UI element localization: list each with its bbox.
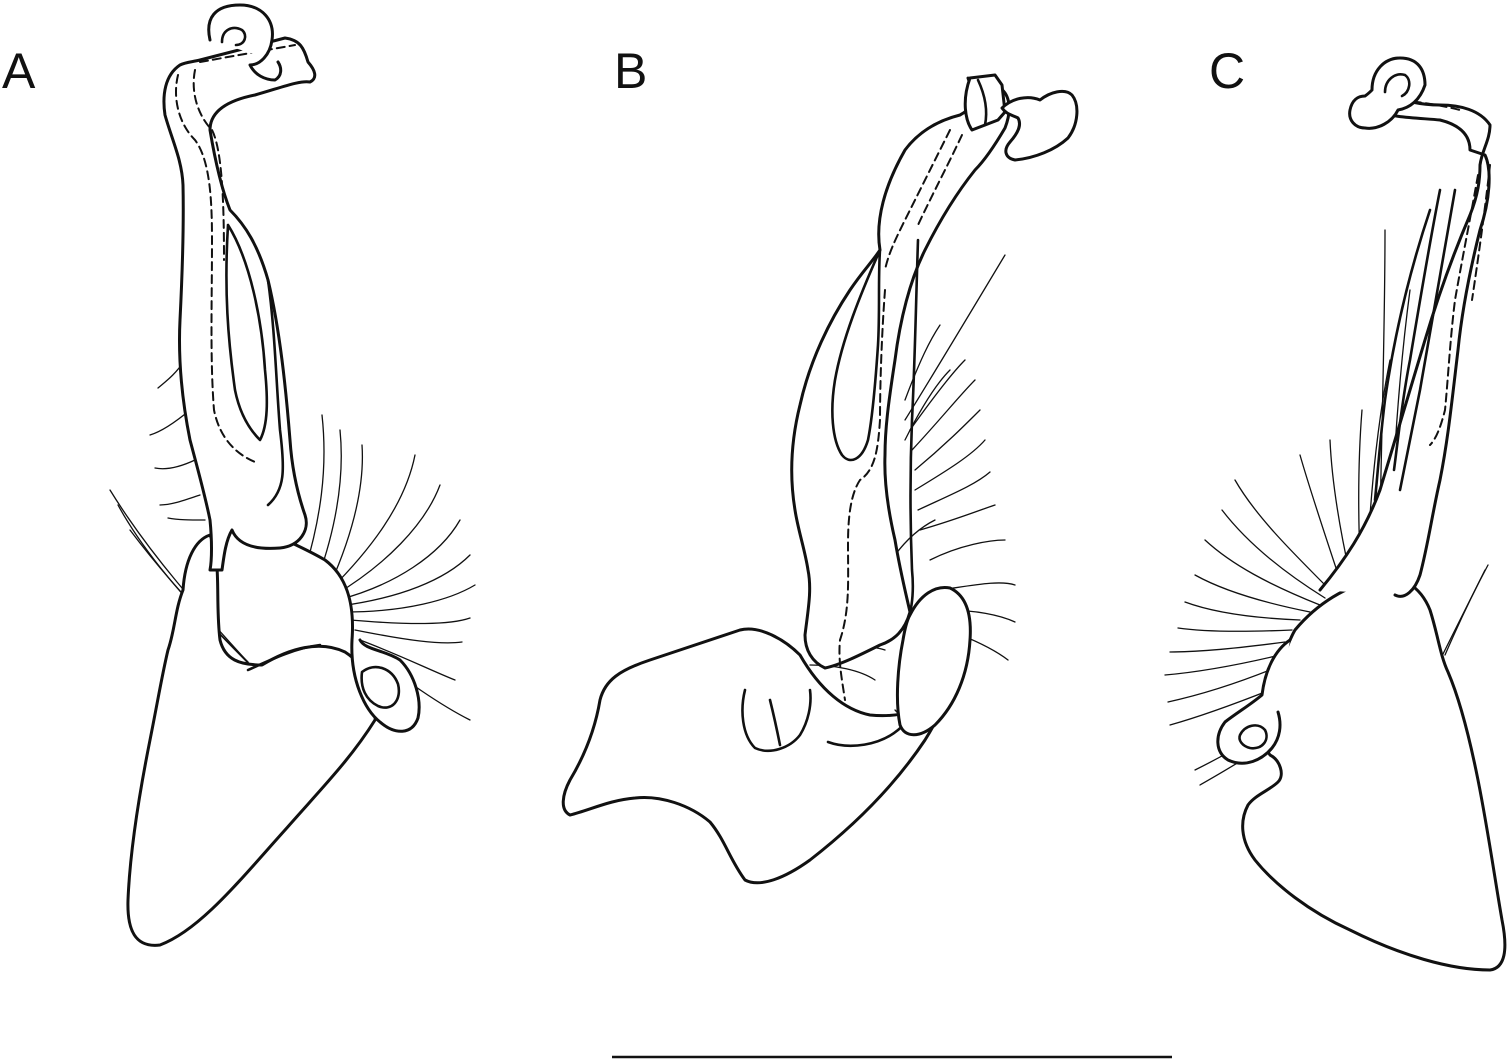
panel-c-arm (1318, 86, 1492, 598)
panel-a-arm (162, 36, 317, 572)
panel-b-drawing (561, 73, 1079, 885)
panel-label-b: B (614, 43, 648, 99)
panel-b-basal-plate (561, 623, 967, 885)
panel-a-apical-loop (207, 3, 283, 82)
panel-c-basal-plate (1241, 575, 1507, 972)
panel-b-arm (790, 76, 1011, 670)
panel-a-lobe (248, 518, 421, 733)
panel-c-drawing (1164, 56, 1507, 972)
panel-b-lobe (895, 585, 972, 737)
panel-c-lobe (1216, 638, 1292, 765)
panel-label-c: C (1209, 43, 1246, 99)
panel-label-a: A (2, 43, 36, 99)
panel-a-drawing (109, 3, 476, 947)
panel-b-apical-head (1000, 89, 1079, 162)
